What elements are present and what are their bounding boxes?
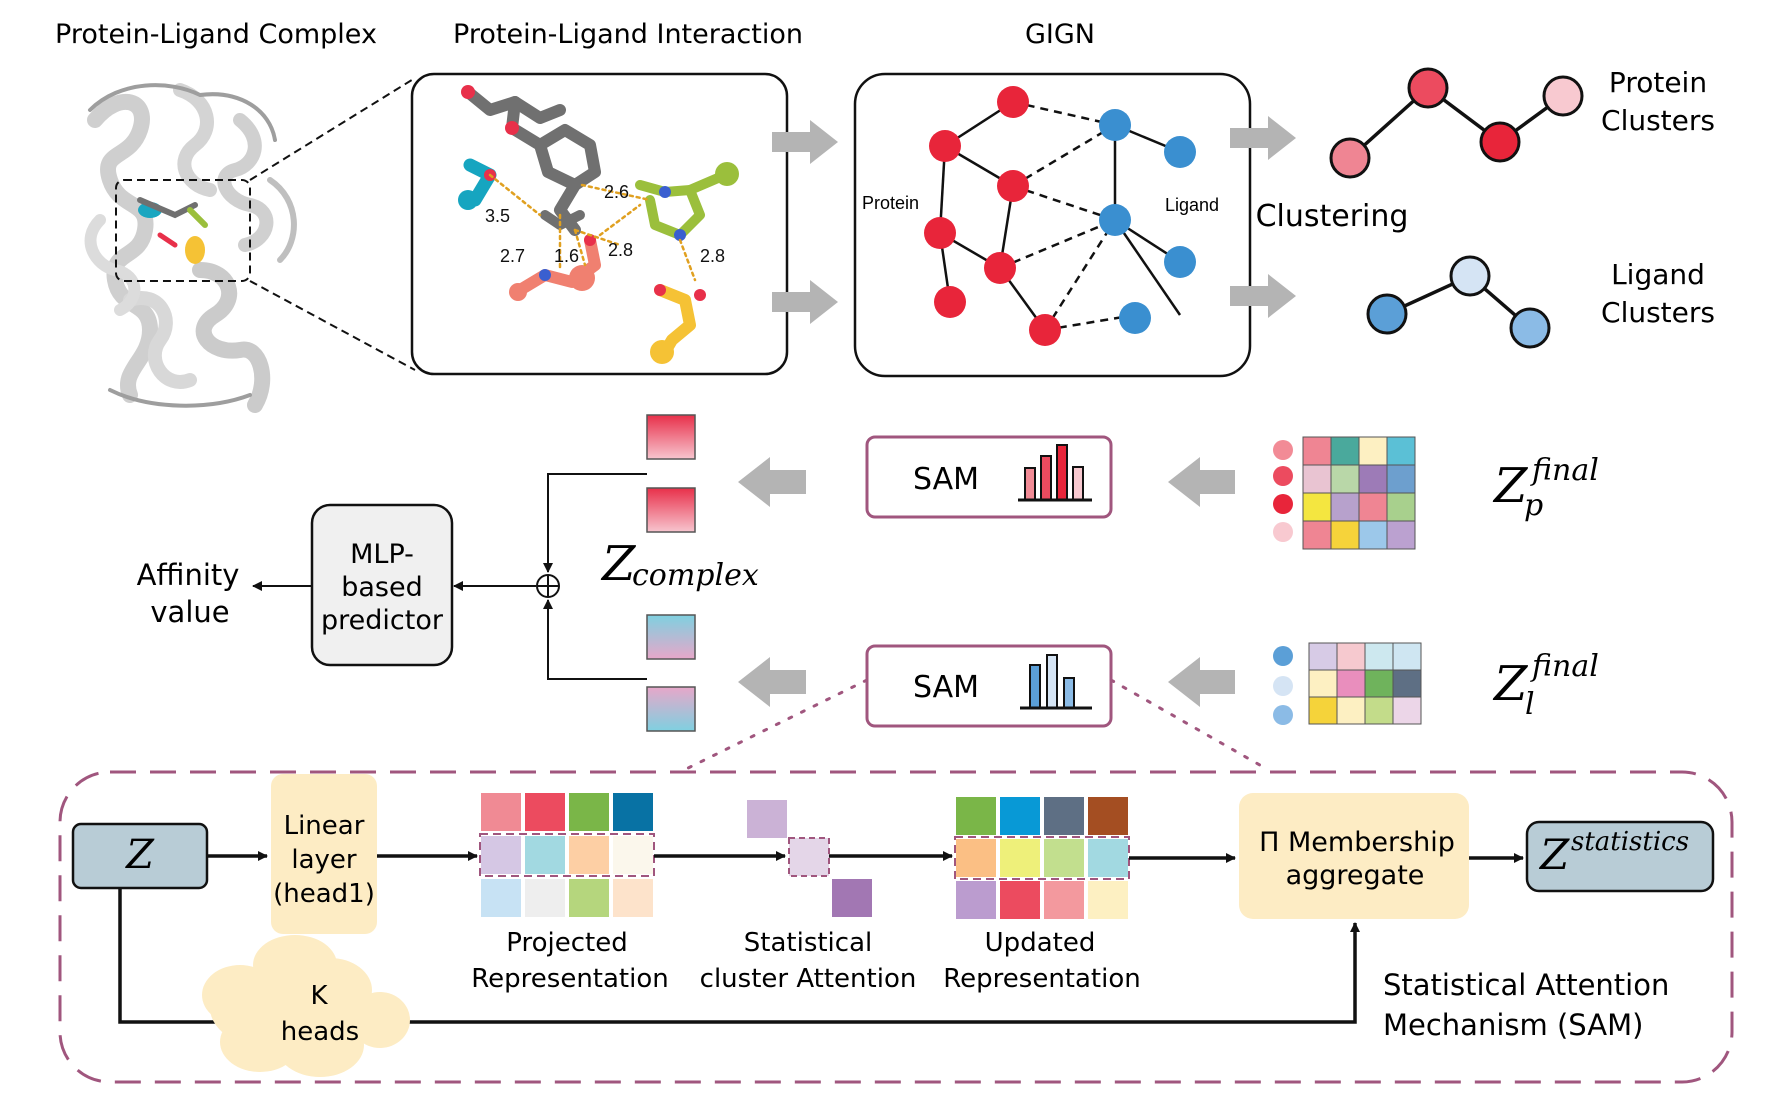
affinity-label: Affinity bbox=[137, 558, 240, 592]
interaction-title: Protein-Ligand Interaction bbox=[453, 19, 803, 50]
zoom-link-right bbox=[1109, 678, 1267, 770]
updated-label: Representation bbox=[943, 964, 1140, 994]
z-statistics-label: Z statistics bbox=[1538, 827, 1689, 879]
k-heads-label: K bbox=[310, 981, 328, 1011]
arrow-to-gign-top bbox=[772, 120, 838, 164]
protein-clusters-label: Protein bbox=[1609, 66, 1707, 99]
gign-title: GIGN bbox=[1025, 19, 1095, 50]
projected-label: Projected bbox=[506, 928, 627, 958]
affinity-label: value bbox=[150, 595, 229, 629]
sam-ligand-label: SAM bbox=[913, 670, 979, 705]
svg-text:Z: Z bbox=[1538, 830, 1570, 879]
svg-text:Z: Z bbox=[600, 536, 637, 592]
arrow-to-ligand-clusters bbox=[1230, 274, 1296, 318]
projected-representation-grid bbox=[479, 793, 655, 917]
linear-layer-label: (head1) bbox=[273, 879, 375, 909]
membership-aggregate-box bbox=[1239, 793, 1469, 919]
arrow-sam-to-zcomplex-top bbox=[738, 457, 806, 507]
arrow-to-protein-clusters bbox=[1230, 116, 1296, 160]
arrow-zp-to-sam bbox=[1168, 457, 1235, 507]
sam-caption: Statistical Attention bbox=[1383, 968, 1669, 1002]
ligand-clusters-label: Ligand bbox=[1611, 258, 1705, 291]
zoom-line-top bbox=[249, 77, 416, 181]
ligand-cluster-dots bbox=[1273, 646, 1293, 725]
protein-structure-image bbox=[84, 83, 297, 413]
z-l-matrix bbox=[1308, 642, 1422, 725]
gign-graph bbox=[924, 86, 1196, 346]
connector-protein bbox=[543, 473, 647, 573]
arrow-to-gign-bottom bbox=[772, 280, 838, 324]
ligand-molecule-image bbox=[458, 85, 739, 364]
k-heads-cloud bbox=[202, 935, 410, 1077]
svg-text:final: final bbox=[1530, 649, 1599, 684]
linear-layer-label: layer bbox=[291, 845, 357, 875]
skip-connection bbox=[118, 888, 1360, 1024]
k-heads-label: heads bbox=[281, 1017, 359, 1047]
sam-detail-panel bbox=[58, 770, 1734, 1084]
mlp-label: based bbox=[341, 572, 423, 603]
ligand-clusters-label: Clusters bbox=[1601, 296, 1715, 329]
updated-label: Updated bbox=[985, 928, 1096, 958]
svg-text:p: p bbox=[1524, 488, 1543, 523]
protein-cluster-dots bbox=[1273, 440, 1293, 542]
distance-label: 3.5 bbox=[485, 206, 510, 226]
protein-clusters-label: Clusters bbox=[1601, 104, 1715, 137]
z-statistics-box bbox=[1525, 820, 1715, 893]
distance-label: 2.6 bbox=[604, 182, 629, 202]
distance-label: 2.8 bbox=[608, 240, 633, 260]
membership-label: Π Membership bbox=[1259, 827, 1455, 858]
z-l-label: Z final l bbox=[1492, 649, 1599, 722]
gign-ligand-label: Ligand bbox=[1165, 195, 1219, 215]
protein-cluster-graph bbox=[1329, 67, 1584, 179]
z-p-label: Z final p bbox=[1492, 453, 1599, 523]
connector-ligand bbox=[543, 599, 647, 680]
bar-chart-icon bbox=[1018, 444, 1092, 502]
z-input-label: Z bbox=[124, 832, 155, 878]
zoom-region bbox=[115, 179, 251, 282]
membership-label: aggregate bbox=[1286, 860, 1425, 891]
arrow-zl-to-sam bbox=[1168, 657, 1235, 707]
concat-operator-icon bbox=[536, 574, 560, 598]
svg-text:statistics: statistics bbox=[1571, 827, 1689, 857]
gign-protein-label: Protein bbox=[862, 193, 919, 213]
bar-chart-icon bbox=[1020, 654, 1092, 710]
distance-label: 1.6 bbox=[554, 246, 579, 266]
linear-layer-label: Linear bbox=[284, 811, 365, 841]
projected-label: Representation bbox=[471, 964, 668, 994]
svg-text:Z: Z bbox=[1492, 656, 1529, 712]
svg-text:Z: Z bbox=[1492, 458, 1529, 514]
ligand-cluster-graph bbox=[1366, 255, 1551, 349]
sam-protein-label: SAM bbox=[913, 462, 979, 497]
z-complex-vectors bbox=[646, 414, 696, 732]
mlp-predictor-box bbox=[310, 503, 454, 667]
interaction-panel bbox=[410, 72, 789, 376]
svg-text:complex: complex bbox=[632, 558, 759, 593]
linear-layer-box bbox=[271, 774, 377, 934]
mlp-label: predictor bbox=[321, 605, 444, 636]
mlp-label: MLP- bbox=[350, 539, 414, 570]
cluster-attention-blocks bbox=[747, 800, 872, 917]
updated-representation-grid bbox=[954, 797, 1130, 919]
zoom-line-bottom bbox=[249, 280, 416, 371]
statistical-attention-label: cluster Attention bbox=[700, 964, 917, 994]
z-complex-label: Z complex bbox=[600, 536, 759, 593]
svg-text:final: final bbox=[1530, 453, 1599, 488]
svg-text:l: l bbox=[1525, 687, 1535, 722]
sam-caption: Mechanism (SAM) bbox=[1383, 1008, 1643, 1042]
arrow-sam-to-zcomplex-bottom bbox=[738, 657, 806, 707]
clustering-label: Clustering bbox=[1256, 199, 1409, 234]
complex-title: Protein-Ligand Complex bbox=[55, 19, 377, 50]
distance-label: 2.8 bbox=[700, 246, 725, 266]
statistical-attention-label: Statistical bbox=[744, 928, 872, 958]
distance-label: 2.7 bbox=[500, 246, 525, 266]
z-p-matrix bbox=[1302, 436, 1416, 550]
